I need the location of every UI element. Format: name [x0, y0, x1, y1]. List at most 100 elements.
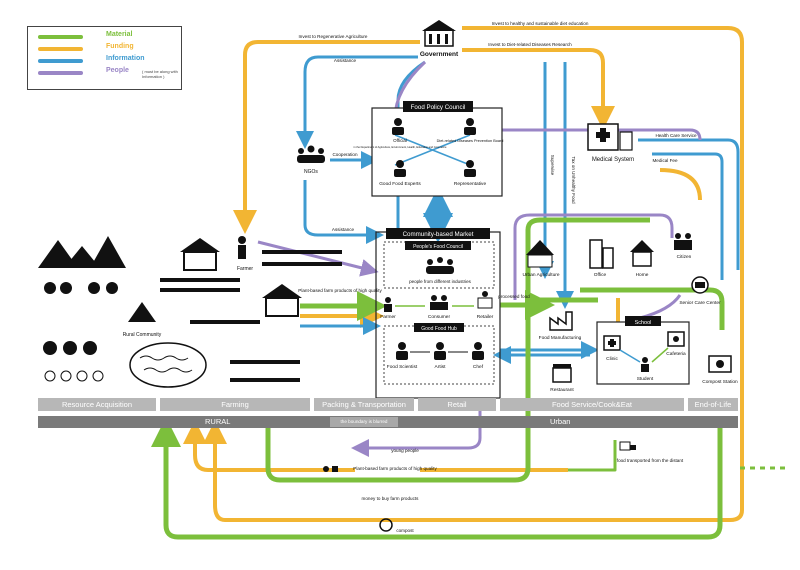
truck-icon: [619, 441, 636, 451]
label-plant-top-1: Plant-based farm products of high qualit…: [298, 288, 382, 293]
compost-station-node: Compost Station: [702, 355, 738, 385]
rural-label: RURAL: [205, 417, 231, 426]
label-money-buy: money to buy farm products: [362, 496, 420, 501]
flow-money-buy: [203, 398, 744, 522]
cafeteria-icon: [667, 331, 685, 347]
government-node: Government: [420, 20, 459, 58]
flow-invest-healthy: [462, 26, 744, 398]
senior-care-label: Senior Care Center: [679, 300, 721, 306]
school-node: School Clinic Cafeteria Student: [596, 316, 690, 385]
representative-label: Representative: [454, 181, 487, 187]
rural-landscape: [38, 236, 342, 388]
student-icon: [641, 357, 649, 372]
school-title: School: [635, 320, 652, 326]
river-icon: [129, 342, 207, 388]
barn-icon: [180, 238, 302, 317]
label-compost: compost: [396, 528, 414, 533]
produce-icon: [323, 466, 338, 472]
label-assistance-mid: Assistance: [332, 227, 355, 232]
experts-icon: [394, 160, 406, 177]
market-title: Community-based Market: [403, 231, 474, 238]
label-assistance-top: Assistance: [334, 58, 357, 63]
flow-people-urban: [513, 213, 674, 300]
market-farmer-label: Farmer: [380, 314, 396, 320]
funding-flows: [183, 26, 744, 522]
flow-health-care: [638, 138, 740, 270]
government-building-icon: [422, 20, 456, 47]
consumer-label: Consumer: [428, 314, 451, 320]
office-building-icon: [589, 239, 614, 269]
flow-young-people: [351, 410, 482, 457]
label-young-people: young people: [391, 448, 419, 453]
farmer-figure-icon: [238, 236, 246, 259]
artist-icon: [434, 342, 446, 360]
information-swatch: [38, 59, 83, 63]
flow-distant: [568, 440, 617, 472]
diet-board-label: Diet-related Diseases Prevention Board: [437, 139, 504, 143]
clinic-icon: [603, 335, 621, 351]
rural-community-label: Rural Community: [123, 332, 162, 338]
label-tax: Tax on Unhealthy Food: [571, 156, 576, 204]
restaurant-icon: [552, 364, 572, 383]
flow-health-care-2: [652, 152, 724, 280]
senior-care-icon: [691, 276, 709, 294]
home-icon: [630, 240, 654, 267]
label-cooperation: Cooperation: [332, 152, 357, 157]
home-node: Home: [630, 240, 654, 278]
funding-swatch: [38, 47, 83, 51]
flow-people-medical: [500, 128, 702, 141]
flow-money-inner: [183, 420, 355, 472]
label-medical-fee: Medical Fee: [652, 158, 677, 163]
food-policy-council: Food Policy Council Official in the Depa…: [354, 101, 504, 197]
label-food-distant: food transported from the distant: [617, 458, 684, 463]
label-health-care: Health Care Service: [655, 133, 697, 138]
urban-agriculture-label: Urban Agriculture: [522, 272, 559, 278]
greenhouse-icon: [526, 240, 554, 268]
stage-packing: Packing & Transportation: [314, 398, 414, 411]
food-scientist-label: Food Scientist: [387, 364, 418, 370]
people-swatch: [38, 71, 83, 75]
scientist-icon: [396, 342, 408, 360]
stage-resource-acquisition: Resource Acquisition: [38, 398, 156, 411]
citizen-node: Citizen: [674, 233, 692, 260]
retailer-label: Retailer: [477, 314, 494, 320]
medical-system-label: Medical System: [592, 157, 634, 163]
legend-label: Funding: [106, 43, 134, 50]
official-label: Official: [393, 138, 407, 143]
flow-plant-products: [265, 217, 650, 483]
information-flows: [296, 55, 740, 364]
legend: Material Funding Information People ( mu…: [27, 26, 182, 90]
flow-assistance-mid: [303, 180, 384, 244]
official-detail: in the Department of Agriculture, Enviro…: [354, 145, 447, 149]
consumer-icon: [430, 295, 448, 310]
home-label: Home: [636, 272, 649, 278]
flow-senior: [639, 294, 682, 320]
ngos-label: NGOs: [304, 169, 318, 175]
flow-material-school: [580, 287, 725, 330]
flow-invest-regen: [233, 40, 420, 234]
compost-cycle-icon: [379, 518, 393, 532]
food-manufacturing-node: Food Manufacturing: [539, 311, 582, 341]
crowd-icon: [426, 257, 454, 274]
good-food-hub-title: Good Food Hub: [421, 326, 457, 332]
material-flows: [151, 217, 725, 540]
food-manufacturing-label: Food Manufacturing: [539, 335, 582, 341]
restaurant-node: Restaurant: [550, 364, 574, 393]
clinic-label: Clinic: [606, 356, 618, 362]
flow-medical-fee: [659, 168, 702, 201]
office-node: Office: [589, 239, 614, 278]
stage-food-service: Food Service/Cook&Eat: [500, 398, 684, 411]
material-swatch: [38, 35, 83, 39]
chef-label: Chef: [473, 364, 484, 370]
representative-icon: [464, 160, 476, 177]
doctor-icon: [464, 118, 476, 135]
citizen-label: Citizen: [677, 254, 692, 260]
peoples-council-title: People's Food Council: [413, 244, 463, 250]
mountains-icon: [38, 236, 126, 268]
legend-label: Material: [106, 31, 133, 38]
urban-label: Urban: [550, 417, 571, 426]
legend-label: People: [106, 67, 129, 74]
compost-icon: [708, 355, 732, 373]
